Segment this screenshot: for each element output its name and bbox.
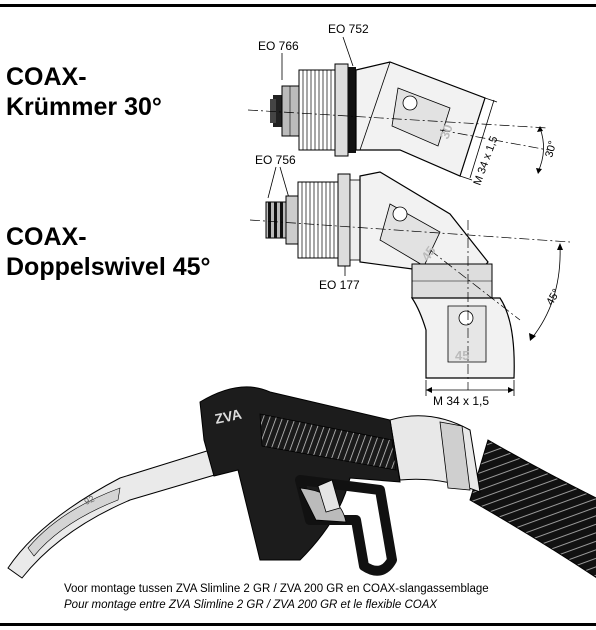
body-marking-45-lower: 45 <box>455 348 469 363</box>
product-title-line1: COAX- <box>6 63 87 91</box>
thread-dimension-lower: M 34 x 1,5 <box>433 394 489 408</box>
product-title-doppelswivel: COAX- Doppelswivel 45° <box>6 222 211 282</box>
doppelswivel-45-drawing: EO 756 EO 177 45 45 M 34 x 1,5 45° <box>249 153 571 408</box>
product-title-krummer: COAX- Krümmer 30° <box>6 62 162 122</box>
product-title-line1: COAX- <box>6 223 87 251</box>
callout-eo-756: EO 756 <box>255 153 296 167</box>
product-title-line2: Krümmer 30° <box>6 93 162 121</box>
thread-dimension-upper: M 34 x 1,5 <box>472 135 501 187</box>
callout-eo-752: EO 752 <box>328 22 369 36</box>
product-title-line2: Doppelswivel 45° <box>6 253 211 281</box>
caption-dutch: Voor montage tussen ZVA Slimline 2 GR / … <box>64 583 489 595</box>
body-marking-45-upper: 45 <box>418 243 439 263</box>
callout-eo-177: EO 177 <box>319 278 360 292</box>
callout-eo-766: EO 766 <box>258 39 299 53</box>
angle-dimension-upper: 30° <box>543 140 559 159</box>
nozzle-brand-logo: ZVA <box>213 406 243 427</box>
top-rule <box>0 4 596 7</box>
angle-dimension-lower: 45° <box>544 287 563 307</box>
krummer-30-drawing: EO 752 EO 766 30 M 34 x 1,5 30° <box>247 22 559 187</box>
body-marking-30: 30 <box>437 122 456 141</box>
caption-french: Pour montage entre ZVA Slimline 2 GR / Z… <box>64 599 438 611</box>
spout-marking: 92 <box>83 494 96 507</box>
bottom-rule <box>0 623 596 626</box>
fuel-nozzle-illustration: ZVA 92 <box>7 386 596 579</box>
